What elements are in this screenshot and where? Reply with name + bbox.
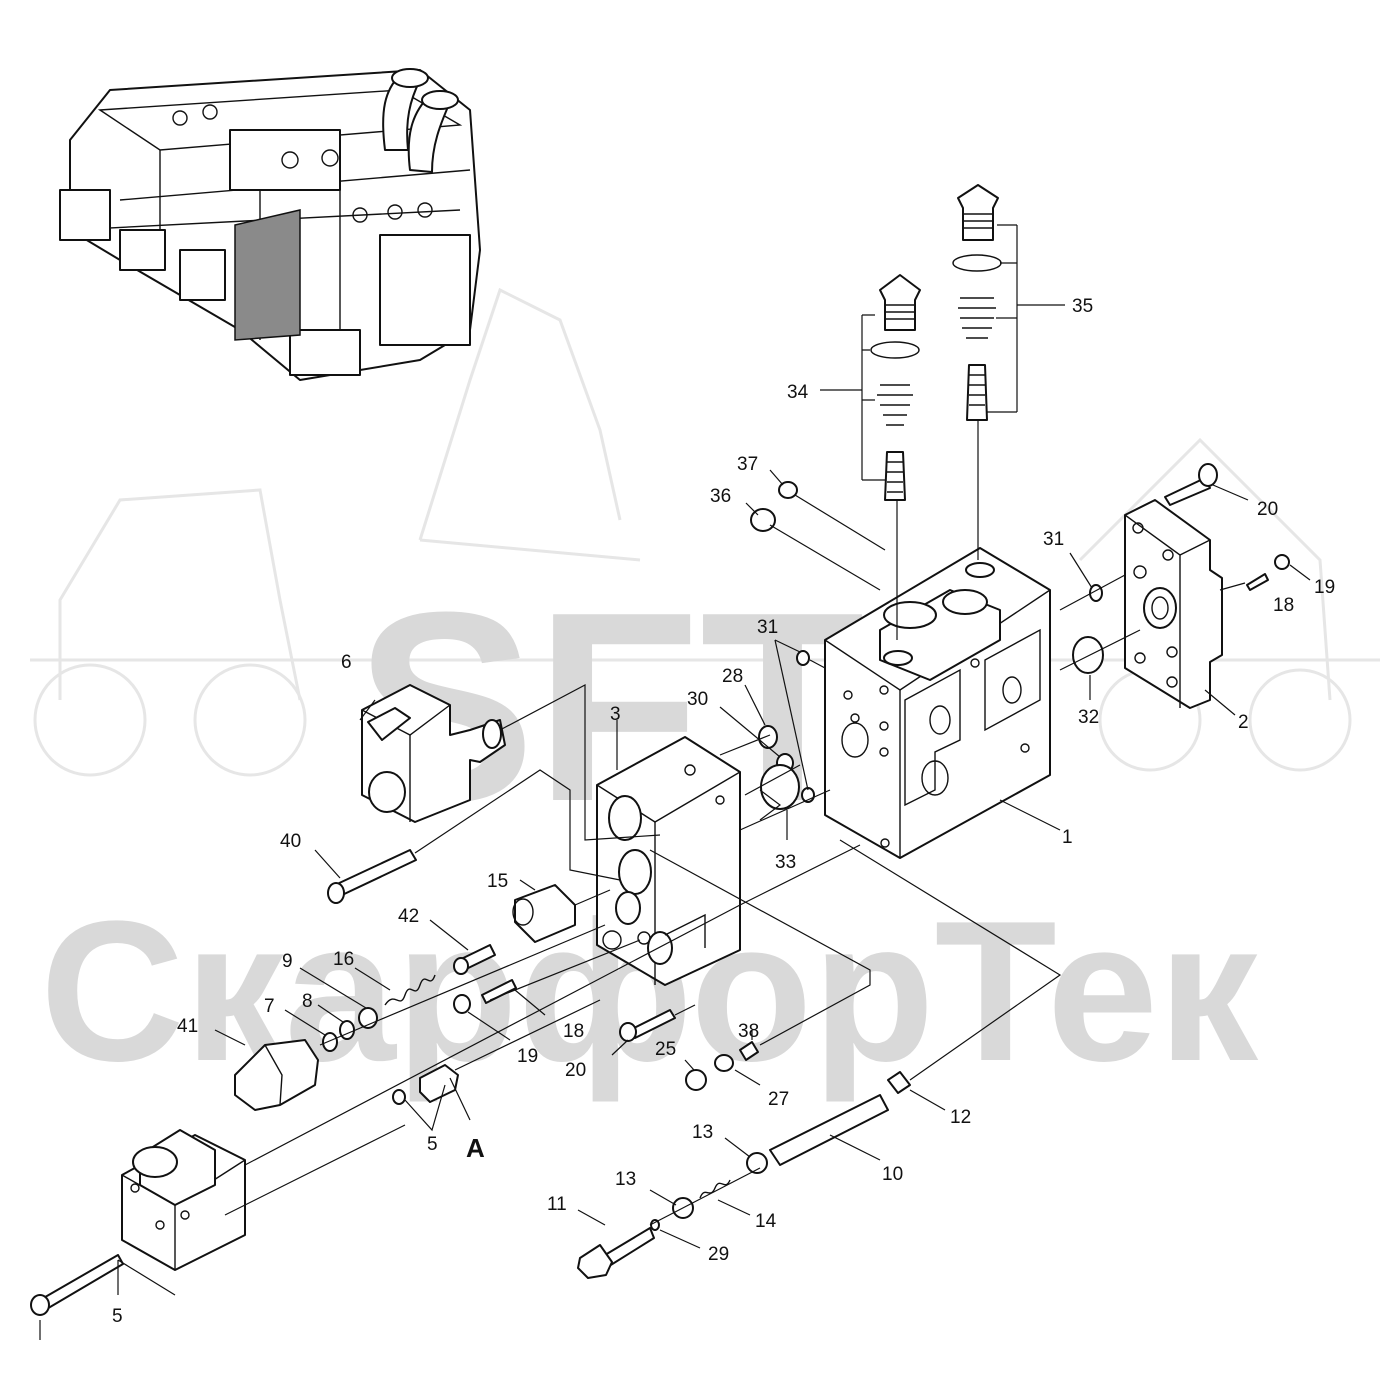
label-part-10: 10	[882, 1164, 903, 1185]
label-part-33: 33	[775, 852, 796, 873]
solenoid-6	[361, 684, 506, 823]
label-detail-a: A	[466, 1133, 485, 1163]
label-part-35: 35	[1072, 296, 1093, 317]
label-part-9: 9	[282, 951, 293, 972]
label-part-32: 32	[1078, 707, 1099, 728]
label-part-37: 37	[737, 454, 758, 475]
label-part-20-b: 20	[565, 1060, 586, 1081]
label-part-20-a: 20	[1257, 499, 1278, 520]
label-part-30: 30	[687, 689, 708, 710]
label-part-13-b: 13	[615, 1169, 636, 1190]
label-part-12: 12	[950, 1107, 971, 1128]
assembly-overview-inset	[59, 68, 481, 381]
valve-section-3	[596, 736, 741, 986]
label-part-40: 40	[280, 831, 301, 852]
label-part-19-b: 19	[1314, 577, 1335, 598]
label-part-42: 42	[398, 906, 419, 927]
valve-body-1	[824, 547, 1051, 859]
label-part-13-a: 13	[692, 1122, 713, 1143]
label-part-15: 15	[487, 871, 508, 892]
label-part-8: 8	[302, 991, 313, 1012]
label-part-14: 14	[755, 1211, 777, 1232]
label-part-18-b: 18	[1273, 595, 1294, 616]
relief-cartridge-34	[870, 274, 921, 501]
leader-lines	[39, 224, 1311, 1340]
label-part-11: 11	[547, 1194, 567, 1215]
label-part-28: 28	[722, 666, 743, 687]
label-part-18-a: 18	[563, 1021, 584, 1042]
label-part-19-a: 19	[517, 1046, 538, 1067]
label-part-34: 34	[787, 382, 809, 403]
end-cover-2	[1124, 499, 1223, 709]
label-part-7: 7	[264, 996, 275, 1017]
label-part-16: 16	[333, 949, 354, 970]
label-part-6: 6	[341, 652, 352, 673]
label-part-31-a: 31	[757, 617, 778, 638]
label-part-31-b: 31	[1043, 529, 1064, 550]
label-part-36: 36	[710, 486, 731, 507]
relief-cartridge-35	[952, 184, 1002, 421]
label-part-25: 25	[655, 1039, 676, 1060]
callout-labels: 1 2 3 5 5 6 7 8 9 10 11 12 13 13 14 15 1…	[112, 296, 1335, 1327]
solenoid-lower	[121, 1129, 246, 1271]
label-part-2: 2	[1238, 712, 1249, 733]
label-part-3: 3	[610, 704, 621, 725]
label-part-5-b: 5	[112, 1306, 123, 1327]
label-part-41: 41	[177, 1016, 198, 1037]
label-part-27: 27	[768, 1089, 789, 1110]
label-part-29: 29	[708, 1244, 729, 1265]
label-part-1: 1	[1062, 827, 1073, 848]
label-part-38: 38	[738, 1021, 759, 1042]
label-part-5-a: 5	[427, 1134, 438, 1155]
